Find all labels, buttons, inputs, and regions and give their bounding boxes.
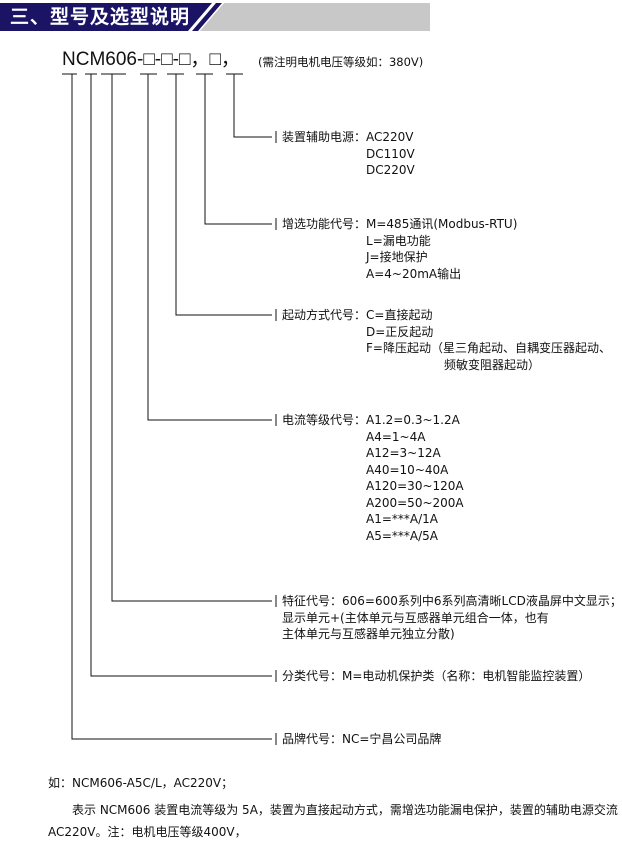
model-dash-1: - [154,49,162,70]
description-line-1: 表示 NCM606 装置电流等级为 5A，装置为直接起动方式，需增选功能漏电保护… [72,803,618,817]
connector-class [90,74,272,677]
option: D=正反起动 [366,324,434,339]
group-brand: 品牌代号：NC=宁昌公司品牌 [282,731,441,748]
group-current-level: 电流等级代号： A1.2=0.3~1.2A A4=1~4A A12=3~12A … [282,412,464,544]
option: DC110V [366,146,415,161]
section-header: 三、型号及选型说明 [0,3,430,31]
group-label: 特征代号： [282,594,343,608]
model-box-1: □ [143,49,155,70]
option: J=接地保护 [366,250,428,264]
section-title: 三、型号及选型说明 [10,6,191,28]
description-line-2: AC220V。注：电机电压等级400V， [48,825,247,839]
group-label: 起动方式代号： [282,308,367,322]
option: 显示单元+(主体单元与互感器单元组合一体，也有 [282,610,549,625]
model-dash-2: - [172,49,179,70]
connector-diagram [62,73,277,745]
group-label: 品牌代号： [282,732,343,746]
option: A200=50~200A [366,495,464,510]
model-code: NCM606-□-□-□，□， [62,48,240,72]
option: A1.2=0.3~1.2A [366,413,460,427]
option: NC=宁昌公司品牌 [342,732,442,746]
option: A4=1~4A [366,429,426,444]
option: A1=***A/1A [366,512,439,526]
connector-start [175,74,272,316]
option: 606=600系列中6系列高清晰LCD液晶屏中文显示； [342,594,622,608]
group-aux-power: 装置辅助电源： AC220V DC110V DC220V [282,129,415,179]
group-feature: 特征代号：606=600系列中6系列高清晰LCD液晶屏中文显示； 显示单元+(主… [282,593,622,643]
model-box-3: □ [178,49,191,70]
connector-power [233,74,272,138]
option: DC220V [366,163,415,177]
option: A40=10~40A [366,462,449,477]
option: A120=30~120A [366,479,464,493]
model-prefix: NCM606- [62,49,144,70]
group-label: 装置辅助电源： [282,130,367,144]
group-label: 增选功能代号： [282,217,367,231]
option: F=降压起动（星三角起动、自耦变压器起动、 [366,341,611,355]
option: AC220V [366,130,414,144]
model-box-2: □ [161,49,173,70]
option: M=485通讯(Modbus-RTU) [366,217,518,231]
connector-function [204,74,272,225]
connector-feature [111,74,272,602]
model-box-4: □ [209,49,221,70]
option: M=电动机保护类（名称：电机智能监控装置） [342,669,591,683]
model-comma-1: ， [190,49,210,70]
group-start-mode: 起动方式代号： C=直接起动 D=正反起动 F=降压起动（星三角起动、自耦变压器… [282,307,611,373]
option: A12=3~12A [366,446,441,460]
example-description: 表示 NCM606 装置电流等级为 5A，装置为直接起动方式，需增选功能漏电保护… [48,799,618,843]
connector-current [147,74,272,421]
option: 频敏变阻器起动） [444,357,541,372]
option: C=直接起动 [366,308,433,322]
header-background [0,3,430,31]
group-optional-function: 增选功能代号： M=485通讯(Modbus-RTU) L=漏电功能 J=接地保… [282,216,517,282]
connector-brand [71,74,272,740]
group-label: 电流等级代号： [282,413,367,427]
example-line: 如：NCM606-A5C/L，AC220V； [48,776,234,790]
option: L=漏电功能 [366,233,431,248]
model-note: (需注明电机电压等级如：380V) [258,55,424,69]
option: A5=***A/5A [366,528,439,543]
model-comma-2: ， [220,49,240,70]
option: A=4~20mA输出 [366,266,462,281]
group-class: 分类代号：M=电动机保护类（名称：电机智能监控装置） [282,668,590,685]
option: 主体单元与互感器单元独立分散) [282,627,455,641]
group-label: 分类代号： [282,669,343,683]
